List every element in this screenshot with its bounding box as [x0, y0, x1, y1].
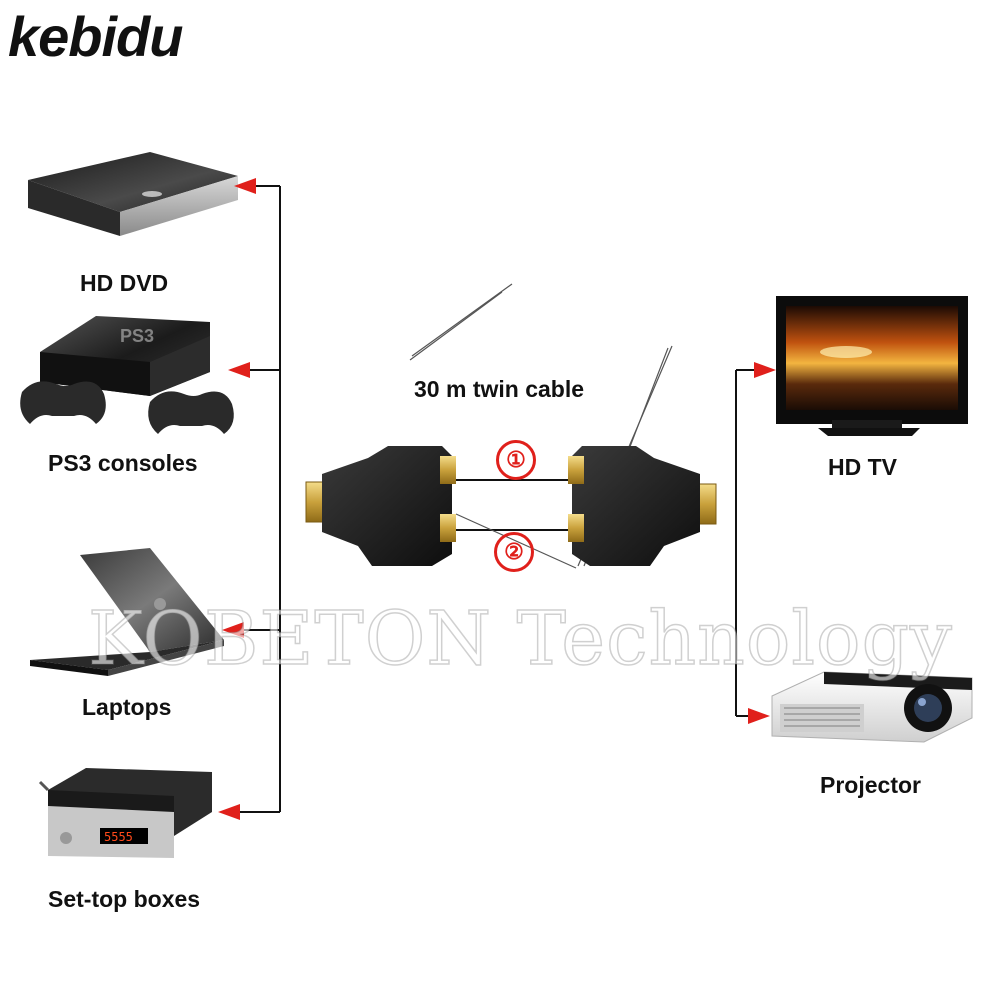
- cable-label: 30 m twin cable: [414, 376, 585, 402]
- arrow-to-hd-tv: [754, 362, 776, 378]
- svg-text:5555: 5555: [104, 830, 133, 844]
- twin-cable: [454, 479, 572, 531]
- arrow-to-laptop: [222, 622, 244, 638]
- label-projector: Projector: [820, 772, 921, 798]
- arrow-to-hd-dvd: [234, 178, 256, 194]
- label-hd-dvd: HD DVD: [80, 270, 169, 296]
- arrow-to-ps3: [228, 362, 250, 378]
- cable-number-1: ①: [496, 440, 536, 480]
- hdmi-adapter-left: [305, 446, 456, 566]
- source-connector-lines: [230, 185, 281, 813]
- svg-text:PS3: PS3: [120, 326, 154, 346]
- label-laptops: Laptops: [82, 694, 172, 720]
- arrow-to-projector: [748, 708, 770, 724]
- label-ps3-consoles: PS3 consoles: [48, 450, 198, 476]
- cable-number-2: ②: [494, 532, 534, 572]
- set-top-box-icon: 5555: [38, 768, 212, 858]
- projector-icon: [771, 671, 973, 743]
- hd-dvd-player-icon: [28, 152, 238, 236]
- label-set-top-boxes: Set-top boxes: [48, 886, 201, 912]
- hd-tv-icon: [776, 296, 968, 436]
- watermark: KOBETON Technology: [87, 595, 953, 683]
- ps3-console-icon: PS3: [20, 316, 234, 434]
- hdmi-adapter-right: [568, 446, 717, 566]
- brand-logo: kebidu: [8, 5, 183, 68]
- laptop-icon: [30, 548, 224, 676]
- arrow-to-set-top-box: [218, 804, 240, 820]
- label-hd-tv: HD TV: [828, 454, 897, 480]
